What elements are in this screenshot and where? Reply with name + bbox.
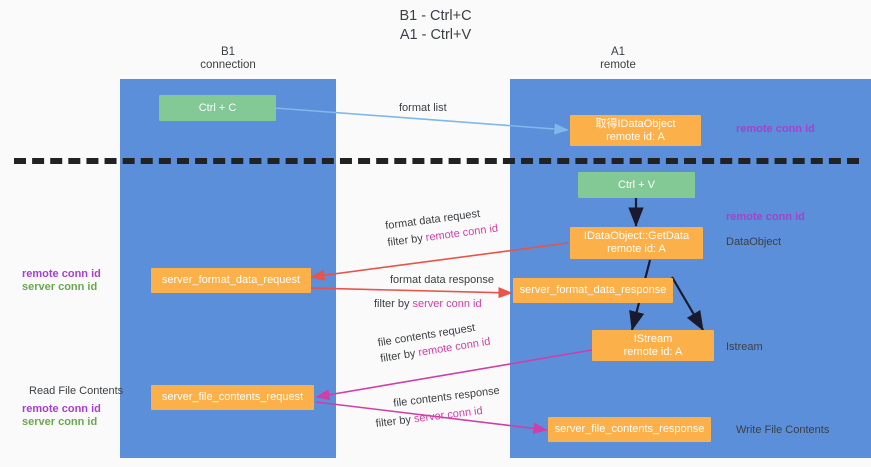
title-line-1: B1 - Ctrl+C <box>399 8 472 24</box>
node-server-format-data-request[interactable]: server_format_data_request <box>151 268 311 293</box>
node-ctrl-v[interactable]: Ctrl + V <box>578 172 695 198</box>
node-ctrl-v-label: Ctrl + V <box>618 178 655 191</box>
node-istream-label: IStream <box>633 332 673 345</box>
edge-label-format-data-response: format data response <box>390 274 494 286</box>
annotation-right-write-file-contents: Write File Contents <box>736 424 830 436</box>
node-idataobject-remote-label: 取得IDataObject <box>595 117 676 130</box>
edge-label-format-data-response-filter: filter by server conn id <box>374 298 482 311</box>
node-idataobject-getdata-label: IDataObject::GetData <box>583 230 690 242</box>
title-line-2: A1 - Ctrl+V <box>399 27 472 43</box>
filter-prefix-2: filter by <box>374 298 413 310</box>
node-server-file-contents-request-label: server_file_contents_request <box>161 391 304 403</box>
lane-header-b1-line2: connection <box>200 59 256 71</box>
node-idataobject-getdata[interactable]: IDataObject::GetData remote id: A <box>570 227 703 259</box>
annotation-left-remote-conn-id-bottom: remote conn id <box>22 403 101 415</box>
annotation-left-server-conn-id-bottom: server conn id <box>22 416 98 428</box>
annotation-left-remote-conn-id-mid: remote conn id <box>22 268 101 280</box>
node-server-file-contents-response-label: server_file_contents_response <box>554 423 705 435</box>
node-server-format-data-request-label: server_format_data_request <box>161 274 301 286</box>
node-idataobject-getdata-id: remote id: A <box>607 243 666 255</box>
node-server-file-contents-request[interactable]: server_file_contents_request <box>151 385 314 410</box>
edge-format-data-request <box>310 242 569 281</box>
section-divider <box>14 158 859 164</box>
annotation-right-remote-conn-id-top: remote conn id <box>736 123 815 135</box>
node-ctrl-c[interactable]: Ctrl + C <box>159 95 276 121</box>
node-idataobject-remote[interactable]: 取得IDataObject remote id: A <box>570 115 701 146</box>
node-server-format-data-response-label: server_format_data_response <box>519 284 667 296</box>
node-server-format-data-response[interactable]: server_format_data_response <box>513 278 673 303</box>
edge-response-istream <box>671 276 704 331</box>
edge-file-contents-request <box>315 349 593 401</box>
node-ctrl-c-label: Ctrl + C <box>198 101 237 114</box>
lane-header-a1-line1: A1 <box>610 46 626 58</box>
annotation-right-istream: Istream <box>726 341 763 353</box>
annotation-left-server-conn-id-mid: server conn id <box>22 281 98 293</box>
lane-header-a1-line2: remote <box>600 59 636 71</box>
lane-header-b1: B1 connection <box>120 46 336 72</box>
node-idataobject-remote-id: remote id: A <box>606 130 665 143</box>
annotation-left-read-file-contents: Read File Contents <box>29 385 124 397</box>
lane-header-b1-line1: B1 <box>220 46 236 58</box>
lane-header-a1: A1 remote <box>510 46 726 72</box>
node-server-file-contents-response[interactable]: server_file_contents_response <box>548 417 711 442</box>
edge-file-contents-response <box>315 401 548 434</box>
edge-format-list <box>274 107 569 135</box>
edge-label-format-list: format list <box>399 102 447 114</box>
node-istream-id: remote id: A <box>623 345 683 358</box>
annotation-right-dataobject: DataObject <box>726 236 782 248</box>
edge-format-data-response <box>310 287 513 299</box>
filter-key-server-conn-id-1: server conn id <box>412 298 482 310</box>
page-title: B1 - Ctrl+C A1 - Ctrl+V <box>0 7 871 45</box>
node-istream[interactable]: IStream remote id: A <box>592 330 714 361</box>
annotation-right-remote-conn-id-mid: remote conn id <box>726 211 805 223</box>
